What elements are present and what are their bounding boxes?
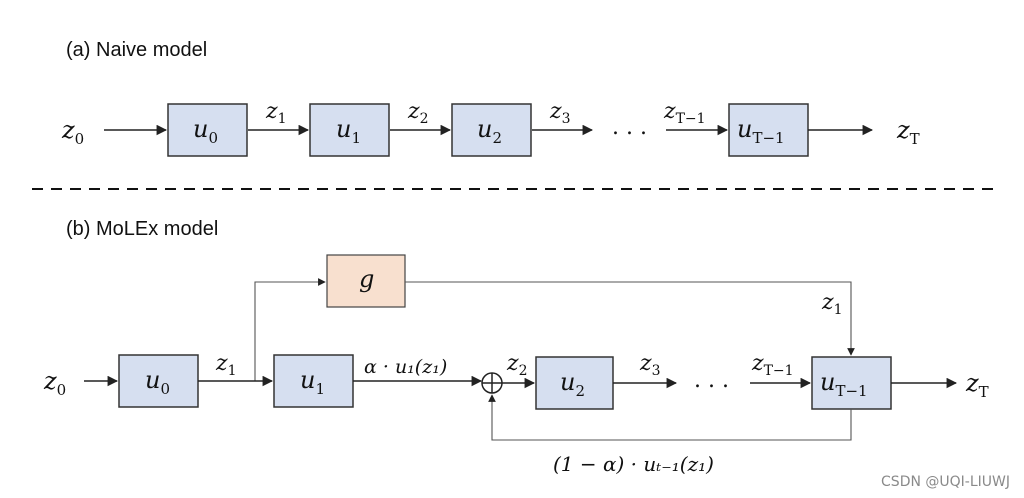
molex-feedback-term: (1 − α) · uₜ₋₁(z₁): [553, 452, 714, 476]
molex-block-u0: [118, 354, 199, 408]
naive-block-u1: [309, 103, 390, 157]
naive-block-u2-label: u2: [477, 115, 502, 147]
molex-edge-z1: z1: [215, 351, 237, 379]
molex-feedback-loop: [488, 394, 852, 441]
naive-block-u2: [451, 103, 532, 157]
molex-ellipsis: . . .: [694, 368, 729, 393]
molex-edge-zT-1: zT−1: [751, 351, 794, 379]
naive-block-u0-label: u0: [193, 115, 218, 147]
molex-gate-g: [326, 254, 406, 308]
naive-input-label: z0: [61, 116, 84, 148]
naive-block-uT-1-label: uT−1: [737, 115, 785, 147]
naive-caption: (a) Naive model: [66, 39, 207, 61]
naive-output-label: zT: [896, 116, 920, 148]
molex-gate-output-z1: z1: [821, 290, 843, 318]
molex-block-u1-label: u1: [300, 366, 325, 398]
molex-alpha-term: α · u₁(z₁): [364, 356, 447, 378]
molex-sum-node: [481, 372, 503, 394]
naive-block-uT-1: [728, 103, 809, 157]
molex-block-u2-label: u2: [560, 368, 585, 400]
naive-edge-z1: z1: [265, 99, 287, 127]
naive-edge-z2: z2: [407, 99, 429, 127]
molex-caption: (b) MoLEx model: [66, 218, 218, 240]
molex-branch-to-gate: [254, 278, 326, 381]
naive-ellipsis: . . .: [612, 115, 647, 140]
molex-output-label: zT: [965, 369, 989, 401]
naive-block-u1-label: u1: [336, 115, 361, 147]
molex-gate-g-label: g: [359, 265, 374, 293]
molex-edge-z3: z3: [639, 351, 661, 379]
watermark: CSDN @UQI-LIUWJ: [881, 474, 1010, 490]
molex-block-uT-1-label: uT−1: [820, 368, 868, 400]
molex-edge-z2: z2: [506, 351, 528, 379]
molex-block-u0-label: u0: [145, 366, 170, 398]
molex-block-u1: [273, 354, 354, 408]
naive-edge-z3: z3: [549, 99, 571, 127]
molex-gate-to-last: [405, 281, 855, 356]
molex-input-label: z0: [43, 367, 66, 399]
naive-edge-zT-1: zT−1: [663, 99, 706, 127]
naive-block-u0: [167, 103, 248, 157]
